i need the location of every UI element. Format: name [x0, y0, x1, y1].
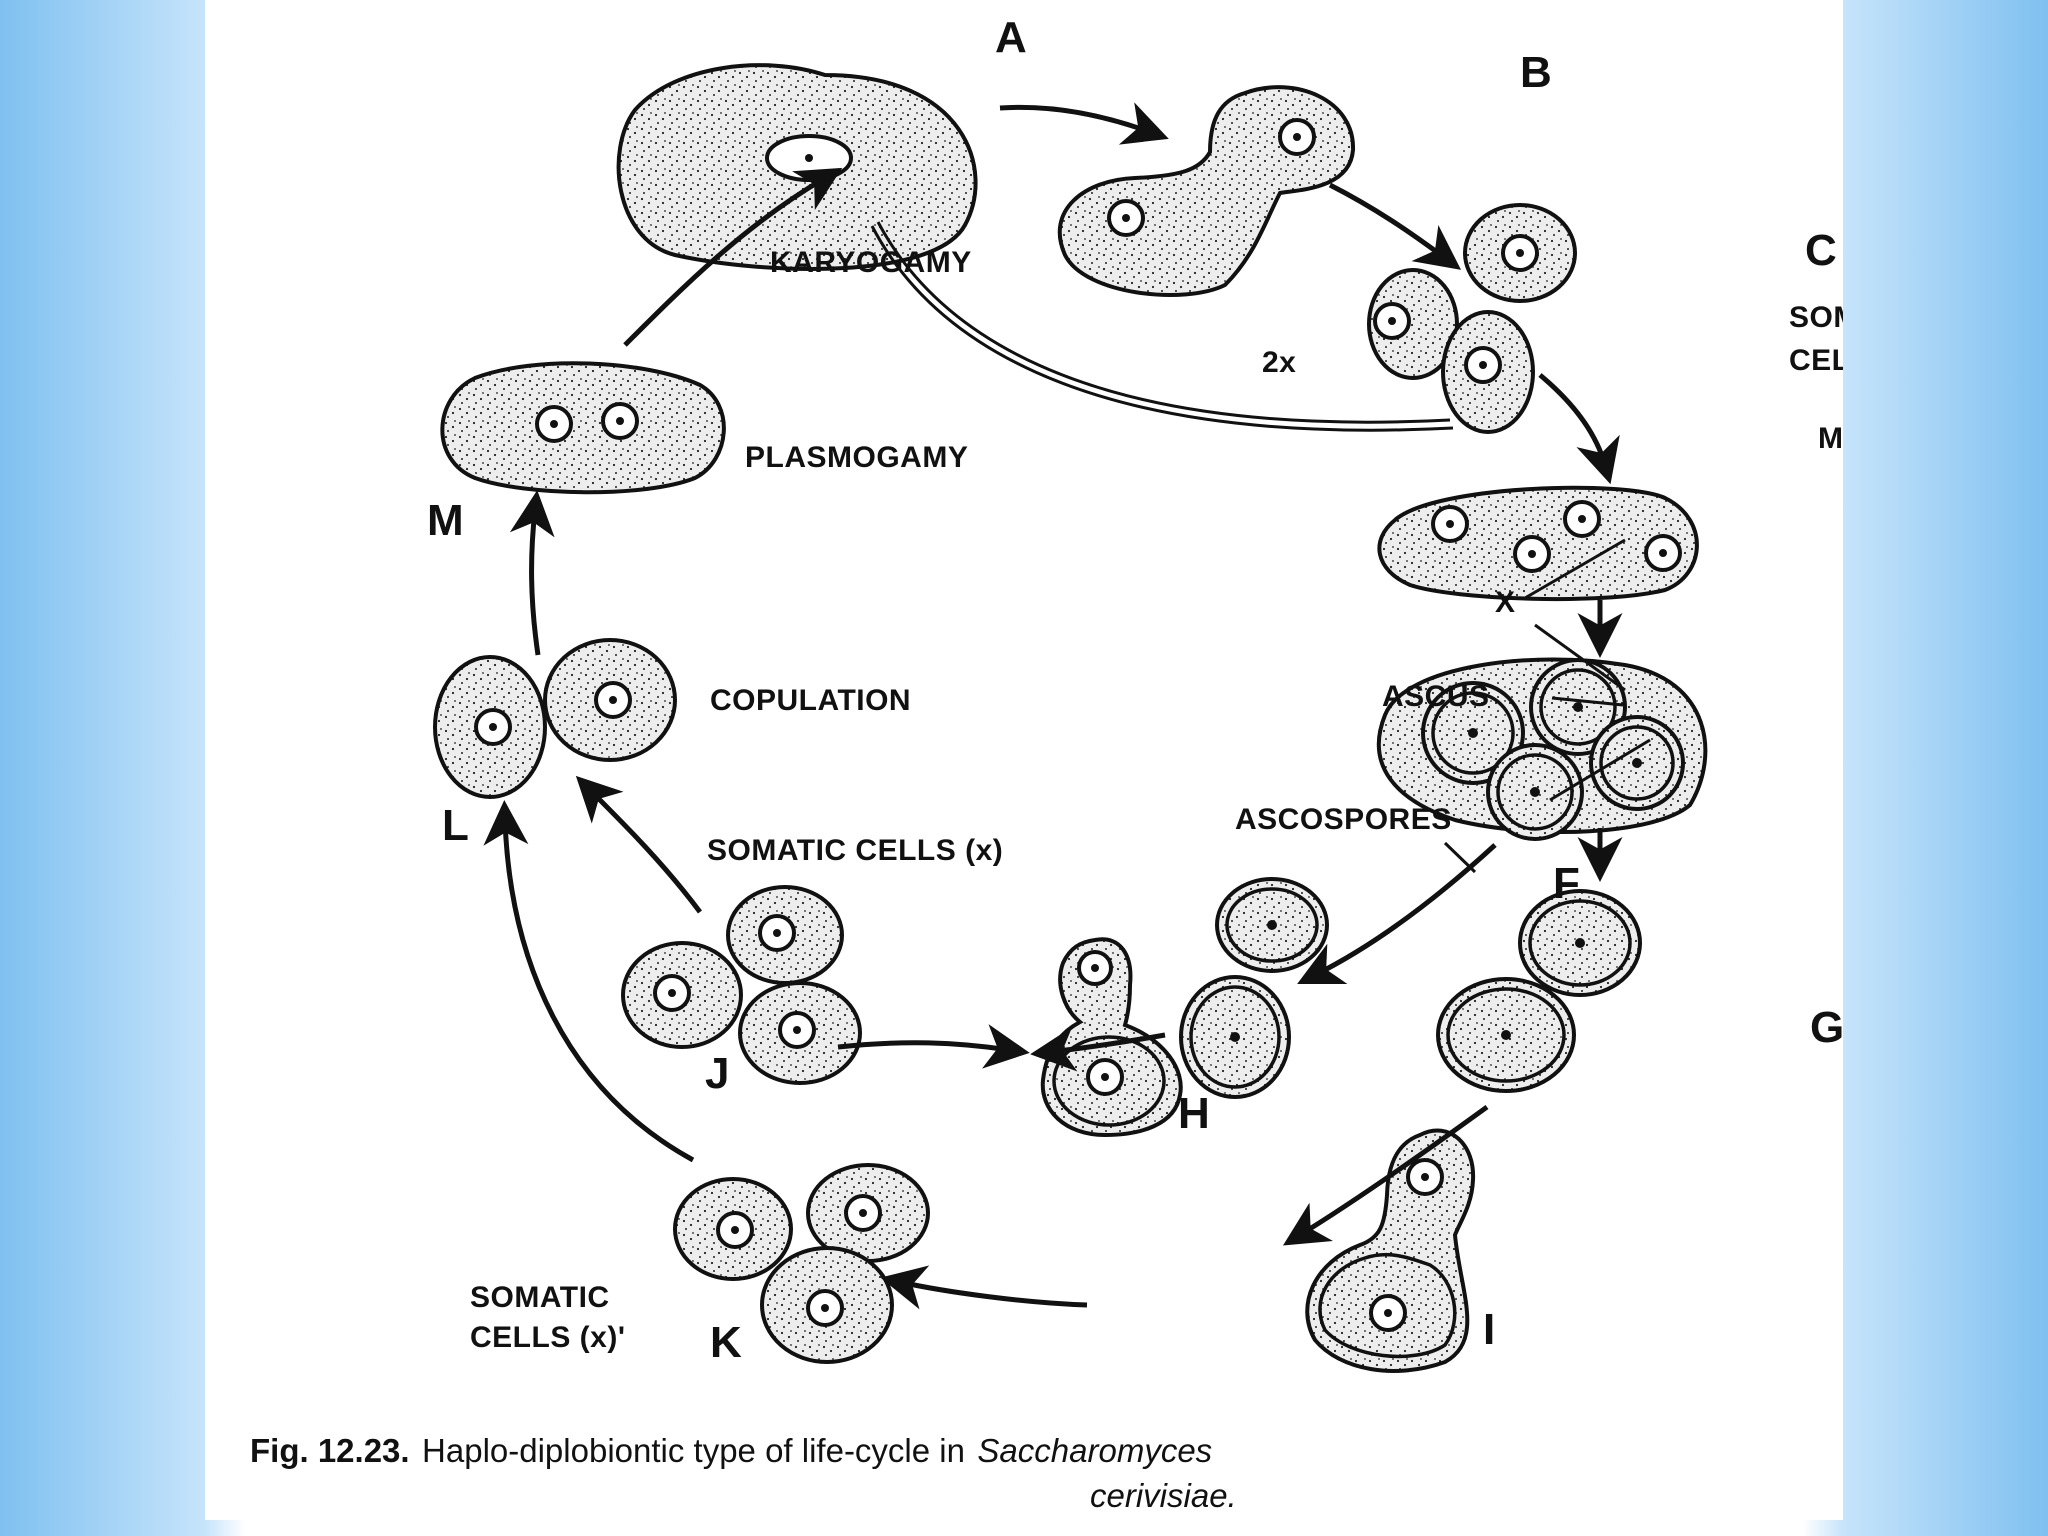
label-stage-a: A	[995, 13, 1027, 62]
arrow-b-to-c	[1328, 182, 1462, 270]
cell-d-meiosis	[1377, 485, 1699, 602]
label-copulation: COPULATION	[710, 684, 911, 717]
cell-a-zygote	[616, 63, 978, 271]
arrow-a-to-b	[999, 102, 1169, 145]
label-stage-h: H	[1178, 1089, 1210, 1138]
label-plasmogamy: PLASMOGAMY	[745, 441, 968, 474]
cell-m-plasmogamy	[440, 361, 726, 495]
cell-e-ascus	[1376, 657, 1708, 841]
ascospore	[1529, 658, 1627, 756]
cell-i-germinating	[1305, 1128, 1476, 1373]
label-stage-l: L	[442, 801, 469, 850]
arrow-f-to-h	[1030, 1026, 1166, 1072]
figure-number: Fig. 12.23.	[250, 1432, 410, 1469]
label-ascospores: ASCOSPORES	[1235, 803, 1452, 836]
leader-ascospores	[1549, 738, 1651, 802]
arrow-i-to-k	[880, 1265, 1088, 1310]
arrow-h-to-j	[837, 1024, 1030, 1069]
label-somatic-cells-k-line2: CELLS (x)'	[470, 1321, 625, 1354]
leader-x-to-ascospore	[1534, 623, 1626, 692]
cell-g-ascospores	[1436, 889, 1642, 1093]
arrow-g-to-i	[1282, 1104, 1489, 1246]
curve-a-to-c-2x	[870, 221, 1454, 432]
figure-panel: A B C D E F G H I J K L M KARYOGAMY 2x S…	[205, 0, 1843, 1520]
label-meiosis: MEIOSIS	[1818, 422, 1843, 455]
arrow-j-to-l	[575, 775, 703, 914]
figure-caption-text: Haplo-diplobiontic type of life-cycle in	[422, 1432, 965, 1469]
label-x: X	[1495, 586, 1516, 619]
label-stage-b: B	[1520, 48, 1552, 97]
ascospore	[1421, 681, 1525, 785]
ascospore	[1486, 743, 1584, 841]
label-stage-i: I	[1483, 1305, 1495, 1354]
label-stage-m: M	[427, 496, 464, 545]
label-karyogamy: KARYOGAMY	[770, 246, 972, 279]
label-somatic-cell-line1: SOMATIC	[1789, 301, 1843, 334]
leader-x	[1524, 538, 1626, 600]
leader-ascus	[1551, 696, 1624, 707]
arrow-m-to-a	[623, 167, 843, 347]
label-2x: 2x	[1262, 346, 1296, 379]
label-somatic-cells-k-line1: SOMATIC	[470, 1281, 610, 1314]
label-stage-k: K	[710, 1318, 742, 1367]
label-stage-g: G	[1810, 1003, 1843, 1052]
cell-f-ascospores	[1179, 877, 1329, 1099]
leader-ascospores-f	[1443, 841, 1477, 874]
arrow-l-to-m	[509, 490, 555, 656]
figure-caption-species: cerivisiae.	[1090, 1477, 1237, 1514]
label-stage-c: C	[1805, 226, 1837, 275]
cell-l-copulation	[433, 638, 677, 799]
life-cycle-diagram: A B C D E F G H I J K L M KARYOGAMY 2x S…	[250, 13, 1843, 1514]
cell-k-somatic-haploid	[673, 1163, 930, 1364]
cell-c-somatic-2x	[1367, 203, 1577, 434]
arrow-k-to-l	[483, 800, 695, 1163]
label-somatic-cells-x: SOMATIC CELLS (x)	[707, 834, 1003, 867]
label-somatic-cell-line2: CELL (2x)	[1789, 344, 1843, 377]
cell-b-budding	[1057, 85, 1356, 297]
cell-j-somatic-haploid	[621, 885, 862, 1085]
arrow-c-to-d	[1538, 373, 1620, 485]
figure-caption-line1: Fig. 12.23. Haplo-diplobiontic type of l…	[250, 1432, 1212, 1469]
cell-h-germinating	[1040, 937, 1183, 1138]
ascospore	[1589, 715, 1685, 811]
label-stage-j: J	[705, 1049, 729, 1098]
label-stage-f: F	[1553, 859, 1580, 908]
figure-caption-genus: Saccharomyces	[977, 1432, 1212, 1469]
label-ascus: ASCUS	[1382, 680, 1490, 713]
arrow-e-to-f	[1297, 843, 1497, 984]
